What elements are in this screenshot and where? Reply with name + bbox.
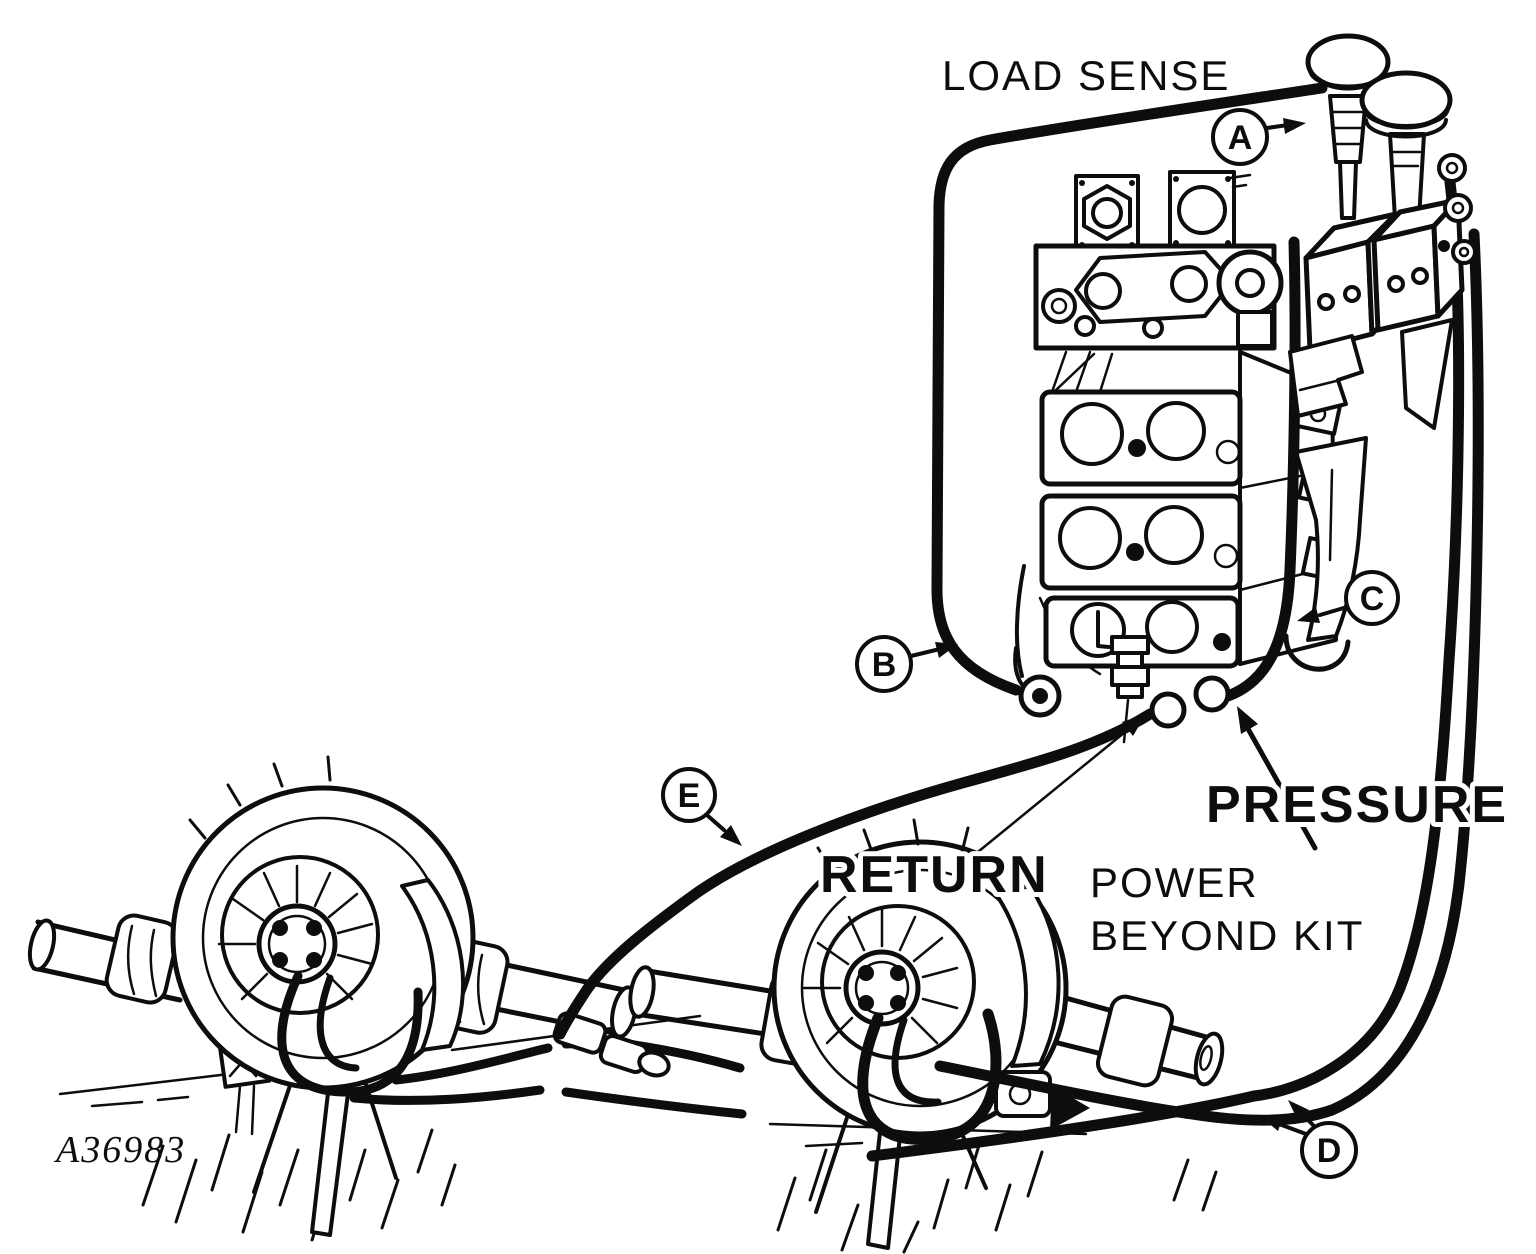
load-sense-label: LOAD SENSE	[942, 52, 1230, 99]
block-gusset	[1400, 318, 1454, 430]
return-label: RETURN	[820, 846, 1049, 904]
valve-bottom-ports	[1018, 635, 1231, 744]
center-wheel-arm	[994, 884, 1061, 1068]
svg-text:C: C	[1360, 580, 1385, 618]
block-bracket	[1288, 334, 1364, 418]
left-tire-tread	[188, 755, 332, 840]
left-wheel	[170, 755, 476, 1237]
center-motor-hose-loop	[857, 1008, 1002, 1145]
svg-text:B: B	[872, 646, 897, 684]
center-wheel-spokes	[802, 908, 959, 1045]
pressure-hose	[1222, 236, 1301, 702]
left-hub	[256, 903, 338, 985]
hoses	[554, 82, 1484, 1162]
power-beyond-label-line2: BEYOND KIT	[1090, 912, 1364, 959]
valve-sections	[1039, 389, 1243, 669]
return-port	[1149, 691, 1187, 729]
power-beyond-block	[1228, 33, 1477, 430]
figure-number: A36983	[53, 1129, 186, 1171]
svg-text:D: D	[1317, 1132, 1342, 1170]
left-motor-hose-loop	[277, 971, 423, 1097]
center-tire-tread	[816, 818, 1018, 876]
callout-a: A	[1211, 108, 1306, 166]
svg-text:E: E	[678, 777, 701, 815]
leader-arrows	[955, 706, 1318, 871]
left-wheel-spokes	[217, 864, 374, 1001]
power-beyond-label-line1: POWER	[1090, 859, 1259, 906]
callout-b: B	[855, 635, 958, 693]
return-hose	[554, 708, 1156, 1040]
callout-e: E	[661, 767, 742, 846]
center-wheel	[771, 818, 1090, 1250]
callouts: A B C D E	[661, 108, 1400, 1179]
control-valve-assembly	[1013, 170, 1368, 700]
left-wheel-arm	[400, 878, 466, 1052]
callout-c: C	[1297, 570, 1400, 626]
pressure-port	[1193, 675, 1231, 713]
power-beyond-hose-1	[866, 176, 1465, 1162]
bottom-hose-runs	[349, 1011, 747, 1119]
callout-d: D	[1260, 1100, 1358, 1179]
pressure-label: PRESSURE	[1206, 776, 1508, 834]
coupler-cap-left	[1305, 33, 1391, 220]
threaded-fitting	[1110, 635, 1150, 744]
svg-text:A: A	[1228, 119, 1253, 157]
power-beyond-hose-2	[934, 228, 1484, 1126]
text-labels: LOAD SENSE PRESSURE RETURN POWER BEYOND …	[53, 47, 1511, 1171]
